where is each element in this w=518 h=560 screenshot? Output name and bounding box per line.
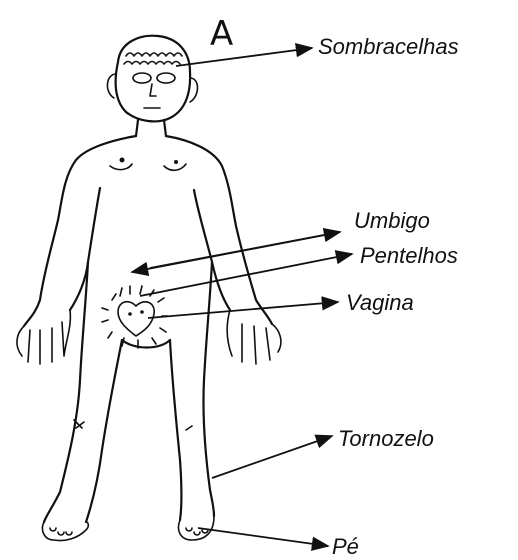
crotch <box>122 340 170 348</box>
left-eye <box>133 73 151 83</box>
right-eye <box>157 73 175 83</box>
hair-scribble <box>124 53 182 64</box>
vagina-outline <box>118 302 154 336</box>
arrow-pentelhos <box>140 254 352 296</box>
arrow-tornozelo <box>212 436 332 478</box>
vagina-dot-1 <box>128 312 132 316</box>
chest-left <box>110 164 132 170</box>
label-vagina: Vagina <box>346 290 414 316</box>
arrow-sombracelhas <box>176 48 312 66</box>
figure-letter: A <box>210 14 233 54</box>
right-hand <box>227 310 281 364</box>
nipple-right <box>174 160 178 164</box>
neck <box>136 120 166 136</box>
left-leg-inner <box>86 340 122 522</box>
left-leg-outer <box>44 262 88 522</box>
right-foot <box>179 516 215 540</box>
chest-right <box>164 164 186 170</box>
left-inner-arm <box>70 188 100 310</box>
nose <box>150 84 156 96</box>
right-ear <box>190 78 198 102</box>
torso-right-arm <box>166 136 272 324</box>
arrow-pe <box>198 528 328 546</box>
label-pe: Pé <box>332 534 359 560</box>
right-inner-arm <box>194 190 230 310</box>
label-tornozelo: Tornozelo <box>338 426 434 452</box>
torso-left-arm <box>24 136 136 326</box>
label-pentelhos: Pentelhos <box>360 243 458 269</box>
nipple-left <box>120 158 125 163</box>
vagina-dot-2 <box>140 310 144 314</box>
right-knee-mark <box>186 426 192 430</box>
arrow-vagina <box>148 302 338 318</box>
left-foot <box>42 522 88 541</box>
left-hand <box>17 310 70 364</box>
right-leg-inner <box>170 340 182 520</box>
label-sombracelhas: Sombracelhas <box>318 34 459 60</box>
label-umbigo: Umbigo <box>354 208 430 234</box>
